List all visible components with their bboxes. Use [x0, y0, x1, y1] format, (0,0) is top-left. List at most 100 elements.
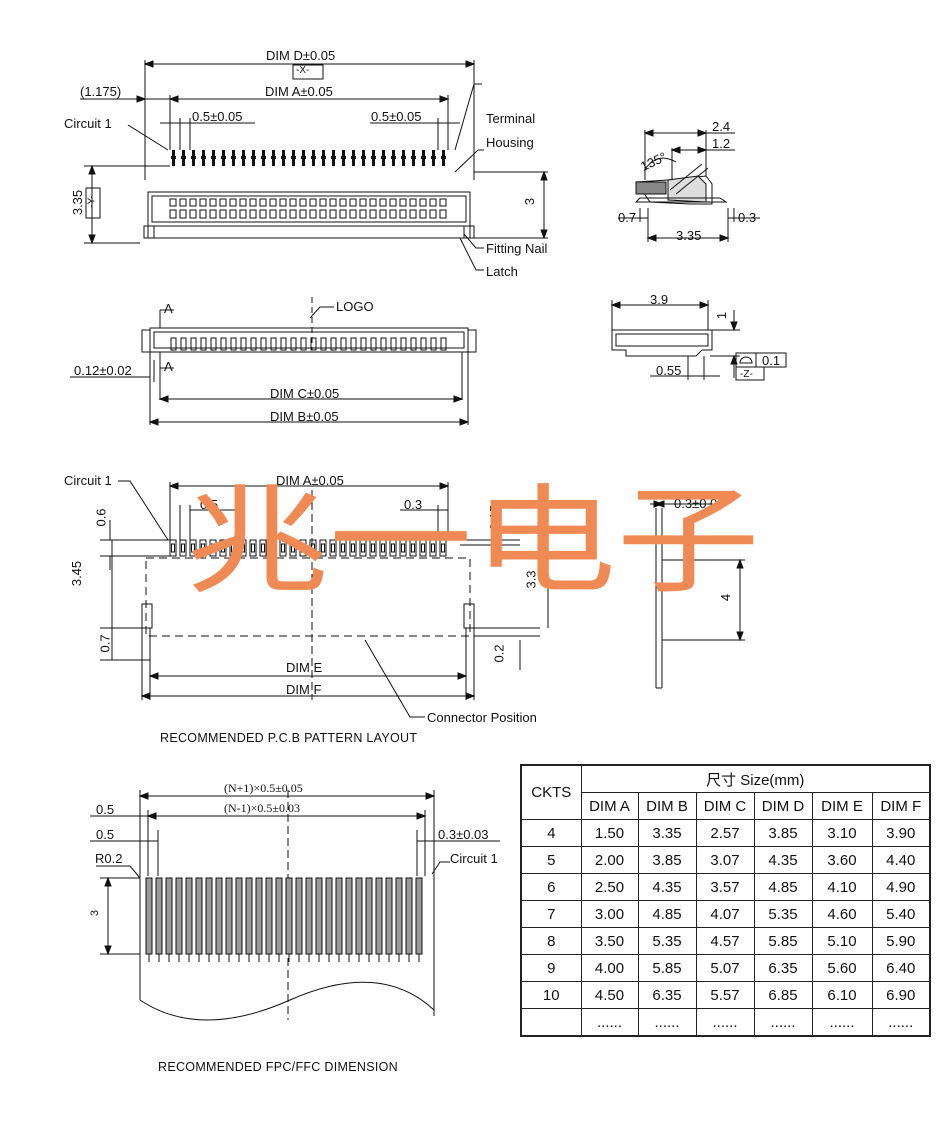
dim-cell: 4.40 — [871, 846, 931, 874]
header-ckts: CKTS — [520, 764, 582, 820]
pcb-pad — [379, 539, 387, 557]
terminal-pin-head — [201, 156, 206, 159]
housing-slot — [369, 198, 377, 207]
fpc-drawing — [90, 790, 500, 1021]
pcb-pad — [269, 539, 277, 557]
front-pin — [200, 337, 207, 351]
terminal-pin-head — [411, 156, 416, 159]
dim-cell: 5.10 — [811, 927, 873, 955]
pcb-circuit1-label: Circuit 1 — [64, 473, 112, 488]
pcb-pad — [279, 539, 287, 557]
terminal-pin-head — [391, 156, 396, 159]
thickness-label: 0.12±0.02 — [74, 363, 132, 378]
fpc-finger — [175, 877, 183, 955]
housing-slot — [349, 209, 357, 219]
fpc-caption: RECOMMENDED FPC/FFC DIMENSION — [158, 1060, 398, 1074]
dim-d-label: DIM D±0.05 — [266, 48, 336, 63]
housing-slots — [169, 198, 447, 219]
fpc-finger — [225, 877, 233, 955]
pcb-pad — [179, 539, 187, 557]
watermark-text: 兆一电子 — [185, 476, 760, 608]
housing-slot — [349, 198, 357, 207]
housing-slot — [269, 198, 277, 207]
housing-slot — [179, 198, 187, 207]
section-a-top: A — [164, 301, 173, 316]
terminal-pin-head — [271, 156, 276, 159]
pcb-pad-inner — [411, 543, 415, 553]
pcb-pitch-label: 0.5 — [200, 497, 219, 512]
housing-slot — [439, 209, 447, 219]
front-pin — [310, 337, 317, 351]
pcb-pad-inner — [251, 543, 255, 553]
datum-z-label: -Z- — [740, 369, 753, 380]
pcb-pad-inner — [381, 543, 385, 553]
terminal-pin-head — [351, 156, 356, 159]
housing-slot — [359, 209, 367, 219]
housing-slot — [169, 209, 177, 219]
housing-slot — [289, 209, 297, 219]
front-pin — [400, 337, 407, 351]
terminal-pin-head — [421, 156, 426, 159]
pcb-pad — [359, 539, 367, 557]
terminal-pin-head — [331, 156, 336, 159]
terminal-pin-head — [371, 156, 376, 159]
front-pin — [220, 337, 227, 351]
terminal-pin-head — [241, 156, 246, 159]
dim-cell: 3.85 — [753, 819, 813, 847]
pcb-pad — [429, 539, 437, 557]
dim-cell: 6.35 — [753, 954, 813, 982]
fpc-finger — [415, 877, 423, 955]
fpc-finger — [165, 877, 173, 955]
housing-slot — [399, 198, 407, 207]
watermark: 兆一电子 — [185, 476, 760, 608]
pcb-pad-inner — [341, 543, 345, 553]
housing-slot — [389, 198, 397, 207]
pcb-pad — [289, 539, 297, 557]
dim-cell: 1.50 — [580, 819, 639, 847]
column-header: DIM E — [811, 792, 873, 820]
pcb-345-label: 3.45 — [69, 560, 85, 587]
front-pins — [170, 337, 447, 351]
front-pin — [390, 337, 397, 351]
fpc-finger — [325, 877, 333, 955]
pcb-side-pad-label: 0.3±0.03 — [674, 496, 725, 511]
dim-cell: ...... — [580, 1008, 639, 1037]
front-pin — [270, 337, 277, 351]
housing-slot — [379, 198, 387, 207]
housing-label: Housing — [486, 135, 534, 150]
fpc-finger — [155, 877, 163, 955]
fpc-finger — [195, 877, 203, 955]
fpc-fingers — [145, 877, 423, 962]
front-pin — [320, 337, 327, 351]
housing-slot — [319, 198, 327, 207]
pcb-pad — [419, 539, 427, 557]
fpc-finger — [205, 877, 213, 955]
ckts-cell: 7 — [520, 900, 582, 928]
housing-slot — [329, 209, 337, 219]
pcb-pad — [219, 539, 227, 557]
housing-slot — [309, 209, 317, 219]
datum-y-label: -Y- — [86, 195, 98, 208]
dim-cell: 2.50 — [580, 873, 639, 901]
pcb-pad-inner — [371, 543, 375, 553]
ckts-cell: 9 — [520, 954, 582, 982]
terminal-pin-head — [401, 156, 406, 159]
pcb-pad — [189, 539, 197, 557]
pcb-dim-e-label: DIM E — [286, 660, 323, 675]
dim-cell: 5.35 — [637, 927, 697, 955]
housing-slot — [289, 198, 297, 207]
side2-055-label: 0.55 — [656, 363, 682, 378]
logo-label: LOGO — [336, 299, 374, 314]
dim-cell: 6.10 — [811, 981, 873, 1009]
dim-cell: 4.10 — [811, 873, 873, 901]
dim-cell: 3.57 — [695, 873, 755, 901]
dim-cell: ...... — [871, 1008, 931, 1037]
fpc-finger — [395, 877, 403, 955]
pcb-pad-inner — [441, 543, 445, 553]
pcb-pad-inner — [301, 543, 305, 553]
section-a-bottom: A — [164, 359, 173, 374]
pcb-pad-inner — [221, 543, 225, 553]
